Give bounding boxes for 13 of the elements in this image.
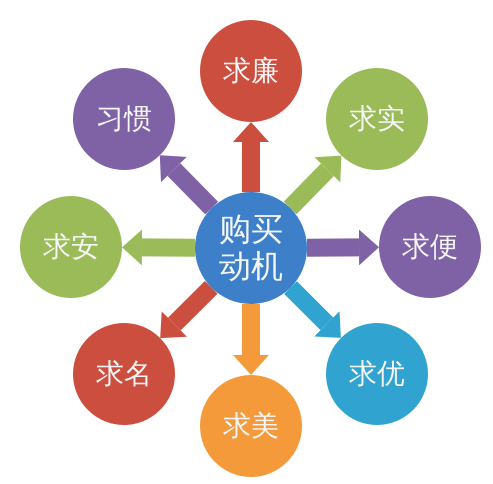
node-label: 求名	[96, 358, 152, 390]
node-label: 求优	[349, 358, 405, 390]
node-label: 求廉	[223, 54, 279, 88]
node-label: 习惯	[96, 102, 152, 136]
node-label: 求美	[223, 410, 279, 442]
arrow	[233, 304, 269, 375]
node-label: 购买动机	[218, 211, 284, 285]
arrow	[122, 229, 196, 266]
arrow	[306, 229, 380, 266]
node-label: 求实	[349, 102, 405, 136]
arrow	[233, 122, 269, 192]
node-label: 求安	[43, 230, 99, 264]
node-label: 求便	[402, 230, 458, 264]
